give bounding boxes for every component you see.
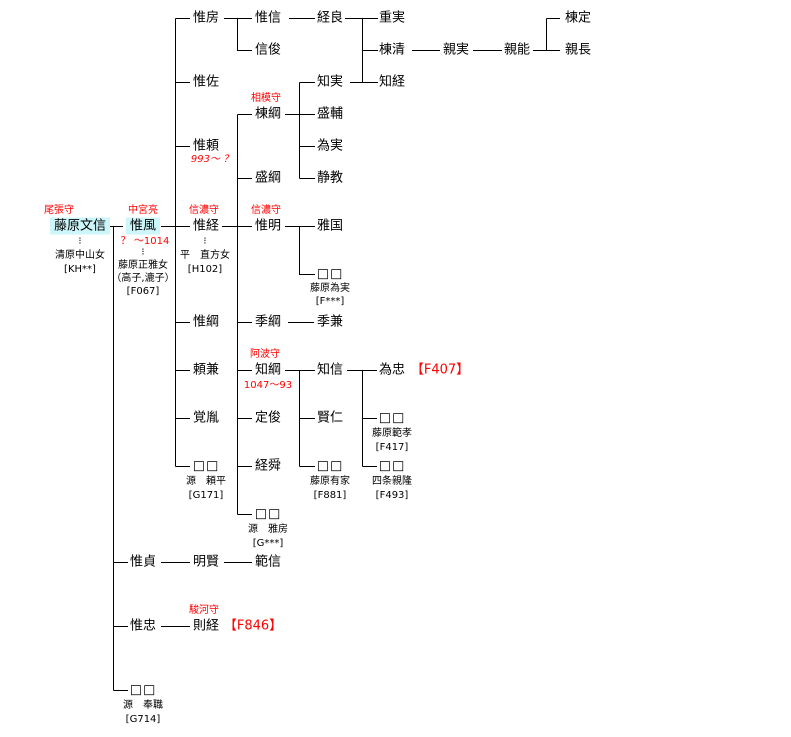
person[interactable]: 惟明 [254, 218, 282, 234]
dates: 993～ ？ [190, 154, 234, 165]
person[interactable]: 範信 [254, 554, 282, 570]
person[interactable]: 重実 [378, 10, 406, 26]
spouse-ref: [H102] [187, 264, 223, 275]
person[interactable]: 惟忠 [129, 618, 157, 634]
person[interactable]: 盛綱 [254, 170, 282, 186]
person-korekaze[interactable]: 惟風 [125, 217, 161, 235]
person[interactable]: 為忠 [378, 362, 406, 378]
person[interactable]: 信俊 [254, 42, 282, 58]
root-title: 尾張守 [44, 205, 74, 216]
person[interactable]: 知綱 [254, 362, 282, 378]
person[interactable]: 経良 [316, 10, 344, 26]
ref: [F881] [313, 490, 347, 501]
spouse-name: 平 直方女 [180, 250, 230, 261]
unknown-person[interactable]: □□ [129, 682, 157, 698]
title: 相模守 [251, 93, 281, 104]
unknown-person[interactable]: □□ [192, 458, 220, 474]
person[interactable]: 為実 [316, 138, 344, 154]
ref-link[interactable]: 【F846】 [223, 618, 283, 634]
person[interactable]: 惟経 [192, 218, 220, 234]
note: 藤原範孝 [372, 428, 412, 439]
note: 源 奉職 [123, 700, 163, 711]
note: 四条親隆 [372, 476, 412, 487]
title: 信濃守 [251, 205, 281, 216]
ref: [F***] [315, 296, 345, 307]
person[interactable]: 経舜 [254, 458, 282, 474]
unknown-person[interactable]: □□ [316, 458, 344, 474]
note: 源 雅房 [248, 524, 288, 535]
person[interactable]: 盛輔 [316, 106, 344, 122]
person-root[interactable]: 藤原文信 [49, 217, 111, 235]
ref: [G***] [252, 538, 284, 549]
marriage-mark: ⁝ [78, 236, 82, 247]
person[interactable]: 惟房 [192, 10, 220, 26]
person[interactable]: 親能 [503, 42, 531, 58]
person[interactable]: 季兼 [316, 314, 344, 330]
unknown-person[interactable]: □□ [254, 506, 282, 522]
person[interactable]: 頼兼 [192, 362, 220, 378]
ref: [G171] [188, 490, 224, 501]
person[interactable]: 惟頼 [192, 138, 220, 154]
person[interactable]: 知経 [378, 74, 406, 90]
spouse-alias: （高子,漉子） [111, 273, 175, 284]
person[interactable]: 季綱 [254, 314, 282, 330]
korekaze-dates: ？ ～1014 [120, 236, 170, 247]
spouse-ref: [KH**] [64, 264, 96, 275]
person[interactable]: 知実 [316, 74, 344, 90]
person[interactable]: 惟信 [254, 10, 282, 26]
title: 阿波守 [250, 349, 280, 360]
title: 信濃守 [189, 205, 219, 216]
person[interactable]: 惟佐 [192, 74, 220, 90]
spouse-name: 藤原正雅女 [118, 260, 168, 271]
korekaze-title: 中宮亮 [128, 205, 158, 216]
person[interactable]: 静教 [316, 170, 344, 186]
person[interactable]: 親長 [564, 42, 592, 58]
unknown-person[interactable]: □□ [378, 410, 406, 426]
person[interactable]: 棟定 [564, 10, 592, 26]
person[interactable]: 惟綱 [192, 314, 220, 330]
spouse-ref: [F067] [126, 286, 160, 297]
person[interactable]: 定俊 [254, 410, 282, 426]
unknown-person[interactable]: □□ [316, 266, 344, 282]
person[interactable]: 明賢 [192, 554, 220, 570]
ref: [G714] [125, 714, 161, 725]
person[interactable]: 親実 [442, 42, 470, 58]
spouse-name: 清原中山女 [55, 250, 105, 261]
note: 源 頼平 [186, 476, 226, 487]
note: 藤原有家 [310, 476, 350, 487]
dates: 1047～93 [243, 380, 293, 391]
person[interactable]: 惟貞 [129, 554, 157, 570]
person[interactable]: 知信 [316, 362, 344, 378]
person[interactable]: 賢仁 [316, 410, 344, 426]
person[interactable]: 雅国 [316, 218, 344, 234]
marriage-mark: ⁝ [203, 236, 207, 247]
ref: [F417] [375, 442, 409, 453]
title: 駿河守 [189, 605, 219, 616]
ref: [F493] [375, 490, 409, 501]
marriage-mark: ⁝ [141, 247, 145, 258]
note: 藤原為実 [310, 283, 350, 294]
person[interactable]: 覚胤 [192, 410, 220, 426]
unknown-person[interactable]: □□ [378, 458, 406, 474]
person[interactable]: 棟綱 [254, 106, 282, 122]
person[interactable]: 棟清 [378, 42, 406, 58]
ref-link[interactable]: 【F407】 [410, 362, 470, 378]
person[interactable]: 則経 [192, 618, 220, 634]
